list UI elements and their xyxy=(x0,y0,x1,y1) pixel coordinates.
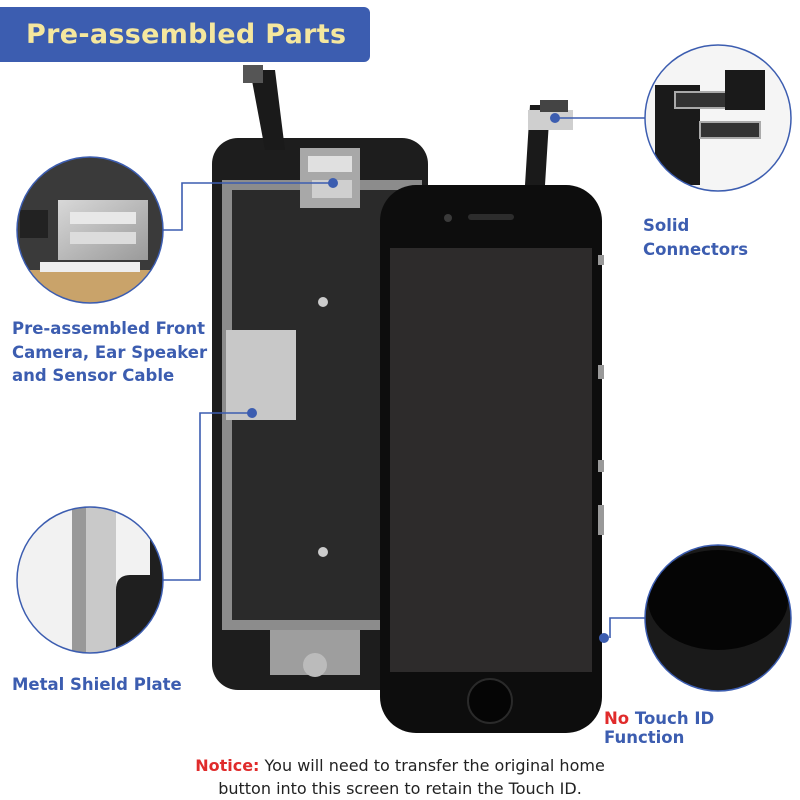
no-touch-id-suffix: Touch ID Function xyxy=(604,709,715,747)
front-lcd-assembly xyxy=(380,185,604,733)
label-metal-shield: Metal Shield Plate xyxy=(12,675,182,694)
title-banner: Pre-assembled Parts xyxy=(0,7,370,62)
label-no-touch-id: No Touch ID Function xyxy=(604,709,800,747)
label-front-camera-line2: Camera, Ear Speaker xyxy=(12,342,208,362)
label-front-camera: Pre-assembled Front Camera, Ear Speaker … xyxy=(12,317,207,388)
zoom-circle-connectors-ring xyxy=(644,44,792,192)
notice-line1: Notice: You will need to transfer the or… xyxy=(0,756,800,775)
notice-line2: button into this screen to retain the To… xyxy=(218,779,582,798)
zoom-circle-home xyxy=(645,545,791,691)
label-solid-connectors: Solid Connectors xyxy=(643,216,749,259)
callout-lines xyxy=(160,117,645,638)
no-touch-id-prefix: No xyxy=(604,709,630,728)
label-front-camera-line3: and Sensor Cable xyxy=(12,366,175,385)
zoom-circle-camera-ring xyxy=(16,156,164,304)
callout-dots xyxy=(247,113,609,643)
notice-prefix: Notice: xyxy=(195,756,260,775)
notice-text-1: You will need to transfer the original h… xyxy=(264,756,605,775)
flex-cables xyxy=(243,65,573,185)
zoom-circle-shield-ring xyxy=(16,506,164,654)
zoom-circle-connectors xyxy=(645,45,791,191)
banner-title: Pre-assembled Parts xyxy=(26,19,347,50)
zoom-circle-home-ring xyxy=(644,544,792,692)
zoom-circle-shield xyxy=(17,507,163,653)
label-front-camera-line1: Pre-assembled Front xyxy=(12,319,205,338)
zoom-circle-camera xyxy=(17,157,163,303)
